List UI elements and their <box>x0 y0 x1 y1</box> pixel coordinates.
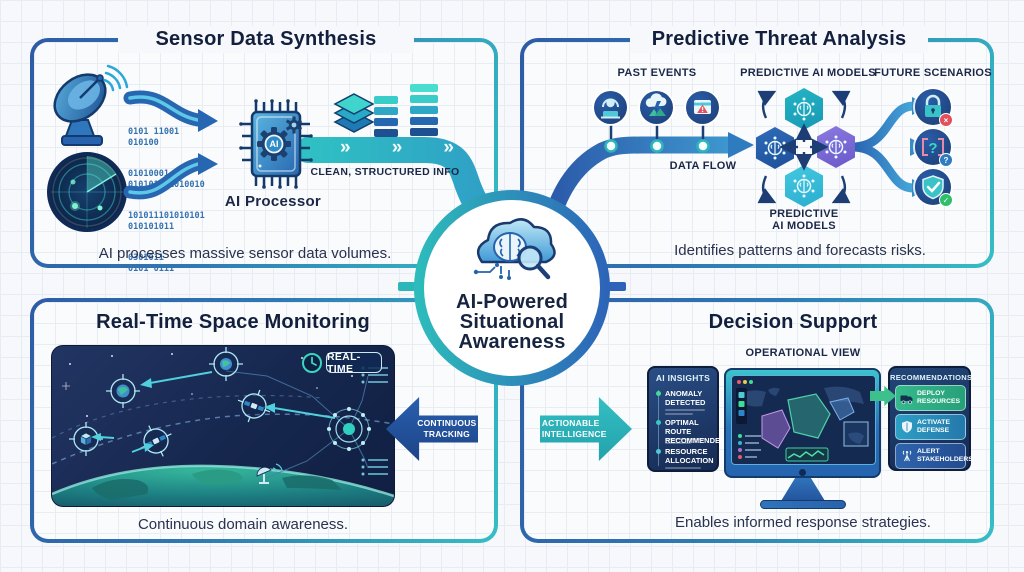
alert-window-event-icon <box>686 91 719 124</box>
decision-section-title: Decision Support <box>708 311 878 333</box>
monitoring-caption: Continuous domain awareness. <box>137 516 349 533</box>
monitor-base <box>760 500 846 509</box>
recommendations-panel: RECOMMENDATIONS DEPLOY RESOURCES ACTIVAT… <box>888 366 973 471</box>
recommendations-header: RECOMMENDATIONS <box>890 373 973 382</box>
predictive-caption: Identifies patterns and forecasts risks. <box>674 242 926 259</box>
antenna-icon <box>902 450 912 462</box>
chevron-double-icon: » <box>391 137 403 158</box>
shield-icon <box>902 421 912 433</box>
alert-stakeholders-button: ALERT STAKEHOLDERS <box>895 443 973 469</box>
deploy-resources-button: DEPLOY RESOURCES <box>895 385 966 411</box>
risk-lock-icon <box>915 89 951 125</box>
real-time-badge: REAL-TIME <box>326 351 382 375</box>
ai-insights-panel: AI INSIGHTS ANOMALY DETECTED OPTIMAL ROU… <box>647 366 725 472</box>
past-events-header: PAST EVENTS <box>617 67 697 79</box>
risk-x-badge: × <box>939 113 953 127</box>
monitor-stand <box>781 478 825 501</box>
ai-processor-label: AI Processor <box>224 193 322 210</box>
monitor-screen <box>731 375 876 465</box>
check-badge: ✓ <box>939 193 953 207</box>
operational-monitor <box>724 368 881 478</box>
chevron-double-icon: » <box>340 137 351 158</box>
central-hub <box>414 190 610 386</box>
cyber-event-icon <box>594 91 627 124</box>
ai-processor-chip-icon: AI <box>239 99 313 189</box>
data-ingest-arrows <box>123 90 218 200</box>
flow-chevrons: » » » <box>334 135 460 161</box>
decision-caption: Enables informed response strategies. <box>675 514 931 531</box>
data-flow-label: DATA FLOW <box>669 160 737 172</box>
ai-cloud-brain-magnifier-icon <box>473 218 556 280</box>
svg-text:?: ? <box>928 140 937 157</box>
activate-defense-button: ACTIVATE DEFENSE <box>895 414 966 440</box>
radar-icon <box>47 152 127 232</box>
monitoring-section-title: Real-Time Space Monitoring <box>96 311 370 333</box>
clock-icon <box>302 353 322 373</box>
sensor-section-title: Sensor Data Synthesis <box>118 26 414 53</box>
satellite-dish-icon <box>53 64 129 146</box>
operational-view-label: OPERATIONAL VIEW <box>745 347 861 359</box>
model-exchange-arrows <box>757 90 851 204</box>
recommendation-pointer-arrow <box>870 386 896 406</box>
storm-event-icon <box>640 91 673 124</box>
chip-ai-text: AI <box>270 139 279 149</box>
chevron-double-icon: » <box>443 137 454 158</box>
predictive-models-header: PREDICTIVE AI MODELS <box>740 67 876 79</box>
truck-icon <box>900 395 913 404</box>
future-scenarios-header: FUTURE SCENARIOS <box>874 67 992 79</box>
hub-title: AI-Powered Situational Awareness <box>455 291 569 353</box>
predictive-section-title: Predictive Threat Analysis <box>630 26 928 53</box>
clean-structured-info-label: CLEAN, STRUCTURED INFO <box>310 166 460 178</box>
ai-insights-header: AI INSIGHTS <box>655 373 711 383</box>
data-layers-icon <box>333 93 375 133</box>
predictive-models-caption: PREDICTIVE AI MODELS <box>769 208 839 232</box>
secure-shield-icon <box>915 169 951 205</box>
structured-bars-icon <box>374 84 438 137</box>
sensor-caption: AI processes massive sensor data volumes… <box>98 245 392 262</box>
question-badge: ? <box>939 153 953 167</box>
